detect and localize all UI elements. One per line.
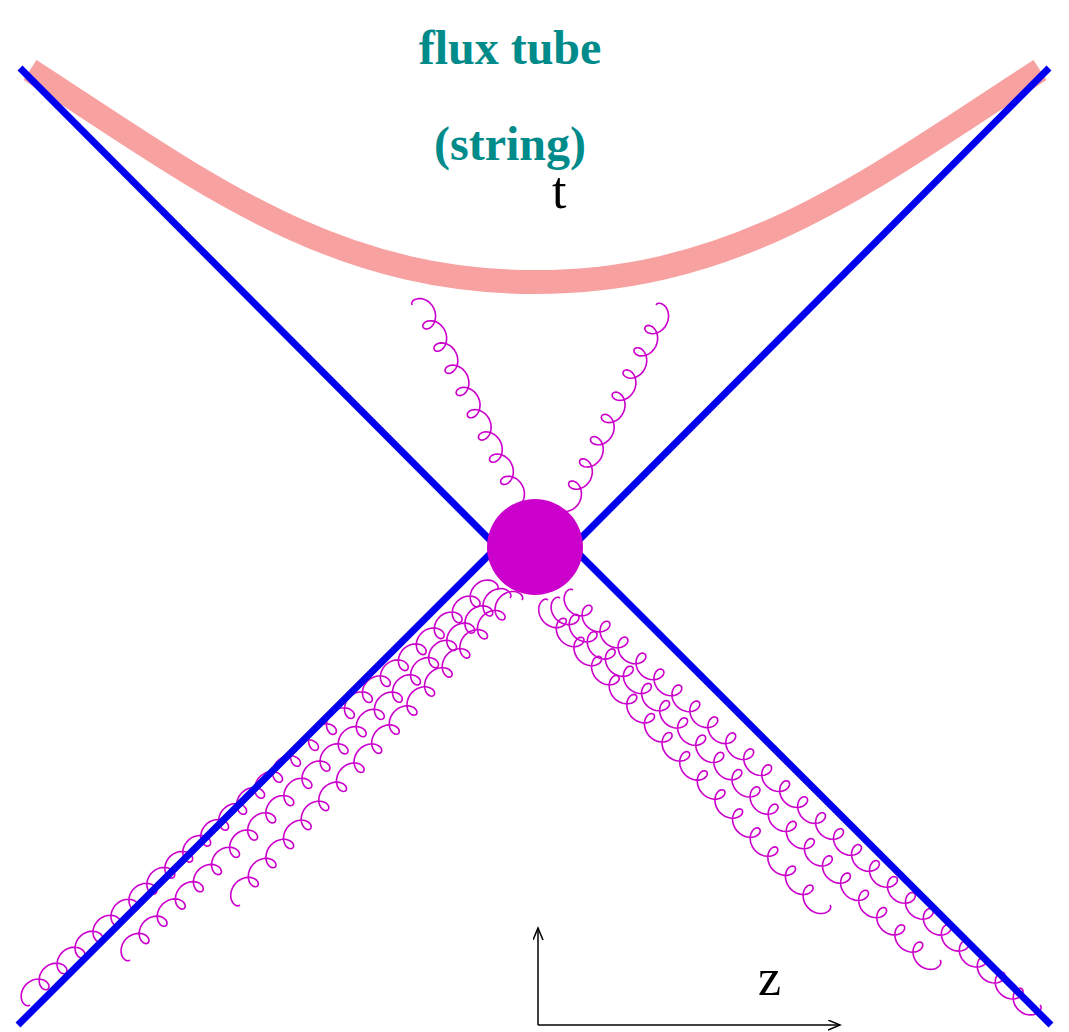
flux-tube xyxy=(30,70,1040,282)
gluon-line xyxy=(539,599,831,913)
gluon-lines xyxy=(21,299,1041,1015)
collision-blob xyxy=(487,499,583,595)
t-axis xyxy=(537,928,539,1025)
gluon-line xyxy=(121,589,511,961)
gluon-line xyxy=(21,580,498,1006)
gluon-line xyxy=(551,597,941,969)
nucleus-worldline xyxy=(572,68,1051,1025)
z-axis xyxy=(538,1024,840,1026)
axis-label: z xyxy=(758,952,781,1004)
title-label: flux tube (string) xyxy=(365,0,655,192)
gluon-line xyxy=(564,589,1041,1015)
axis-label: t xyxy=(552,165,566,217)
nucleus-worldline xyxy=(18,68,497,1025)
gluon-line xyxy=(558,303,669,511)
gluon-line xyxy=(231,592,523,906)
